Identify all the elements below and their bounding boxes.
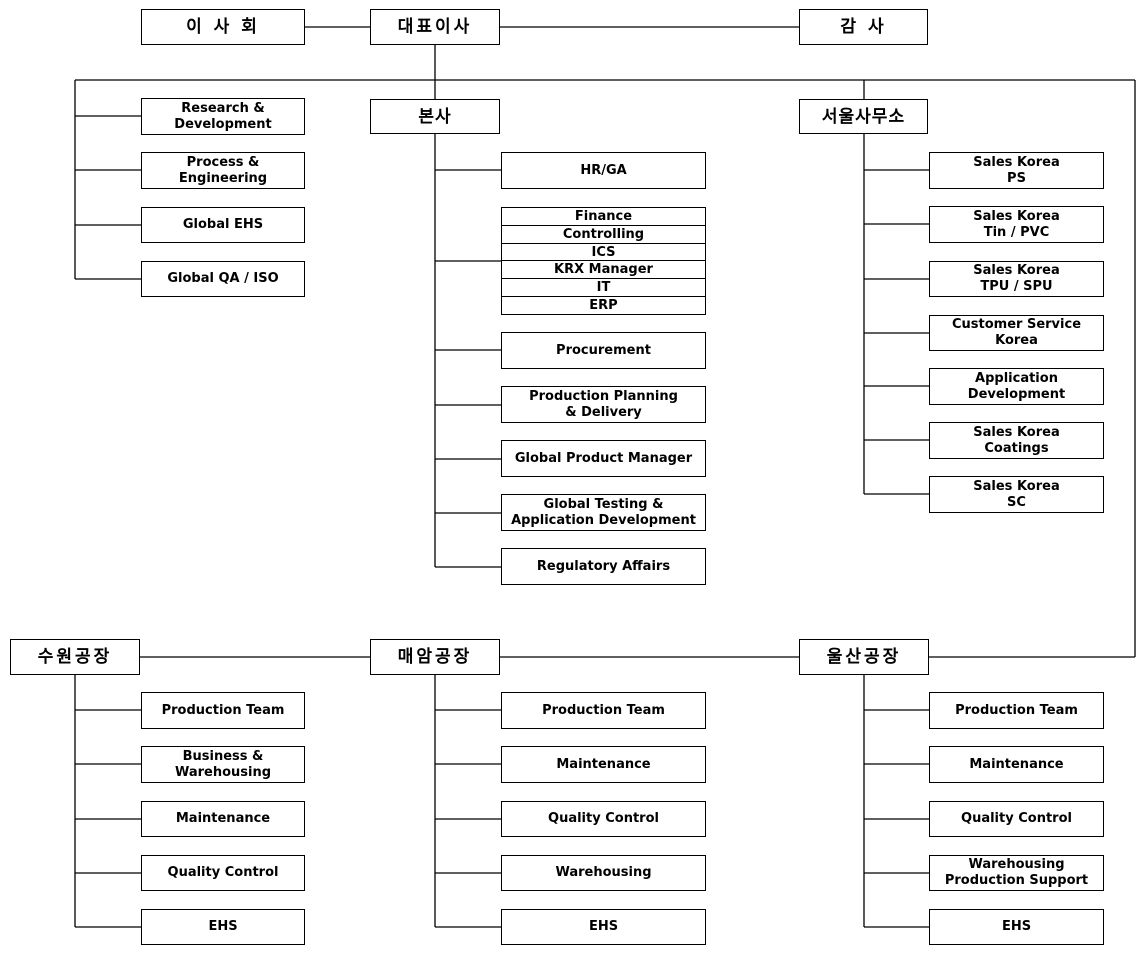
left-item-ehs: Global EHS [141,207,305,243]
maeam-box: 매암공장 [370,639,500,675]
finance-cell-ics: ICS [502,244,705,262]
ulsan-item-quality: Quality Control [929,801,1104,837]
ulsan-item-ehs: EHS [929,909,1104,945]
finance-cell-controlling: Controlling [502,226,705,244]
maeam-item-warehousing: Warehousing [501,855,706,891]
ulsan-item-warehousing: Warehousing Production Support [929,855,1104,891]
maeam-item-quality: Quality Control [501,801,706,837]
ulsan-box: 울산공장 [799,639,929,675]
seoul-item-application: Application Development [929,368,1104,405]
finance-cell-krx: KRX Manager [502,261,705,280]
suwon-item-ehs: EHS [141,909,305,945]
suwon-box: 수원공장 [10,639,140,675]
left-item-rnd: Research & Development [141,98,305,135]
hq-item-hrga: HR/GA [501,152,706,189]
seoul-item-coatings: Sales Korea Coatings [929,422,1104,459]
seoul-item-customer-service: Customer Service Korea [929,315,1104,351]
suwon-item-business: Business & Warehousing [141,746,305,783]
hq-item-gpm: Global Product Manager [501,440,706,477]
ulsan-item-maintenance: Maintenance [929,746,1104,783]
maeam-item-ehs: EHS [501,909,706,945]
auditor-box: 감 사 [799,9,928,45]
finance-cell-erp: ERP [589,298,618,314]
hq-box: 본사 [370,99,500,134]
suwon-item-maintenance: Maintenance [141,801,305,837]
left-item-process: Process & Engineering [141,152,305,189]
board-box: 이 사 회 [141,9,305,45]
hq-finance-stack: Finance Controlling ICS KRX Manager IT E… [501,207,706,315]
hq-item-testing: Global Testing & Application Development [501,494,706,531]
maeam-item-maintenance: Maintenance [501,746,706,783]
maeam-item-production: Production Team [501,692,706,729]
seoul-box: 서울사무소 [799,99,928,134]
seoul-item-tpu-spu: Sales Korea TPU / SPU [929,261,1104,297]
ulsan-item-production: Production Team [929,692,1104,729]
hq-item-procurement: Procurement [501,332,706,369]
hq-item-planning: Production Planning & Delivery [501,386,706,423]
seoul-item-sc: Sales Korea SC [929,476,1104,513]
seoul-item-ps: Sales Korea PS [929,152,1104,189]
ceo-box: 대표이사 [370,9,500,45]
suwon-item-quality: Quality Control [141,855,305,891]
hq-item-regulatory: Regulatory Affairs [501,548,706,585]
seoul-item-tin-pvc: Sales Korea Tin / PVC [929,206,1104,243]
left-item-qa: Global QA / ISO [141,261,305,297]
finance-cell-it: IT [502,279,705,298]
finance-cell-finance: Finance [502,208,705,226]
suwon-item-production: Production Team [141,692,305,729]
